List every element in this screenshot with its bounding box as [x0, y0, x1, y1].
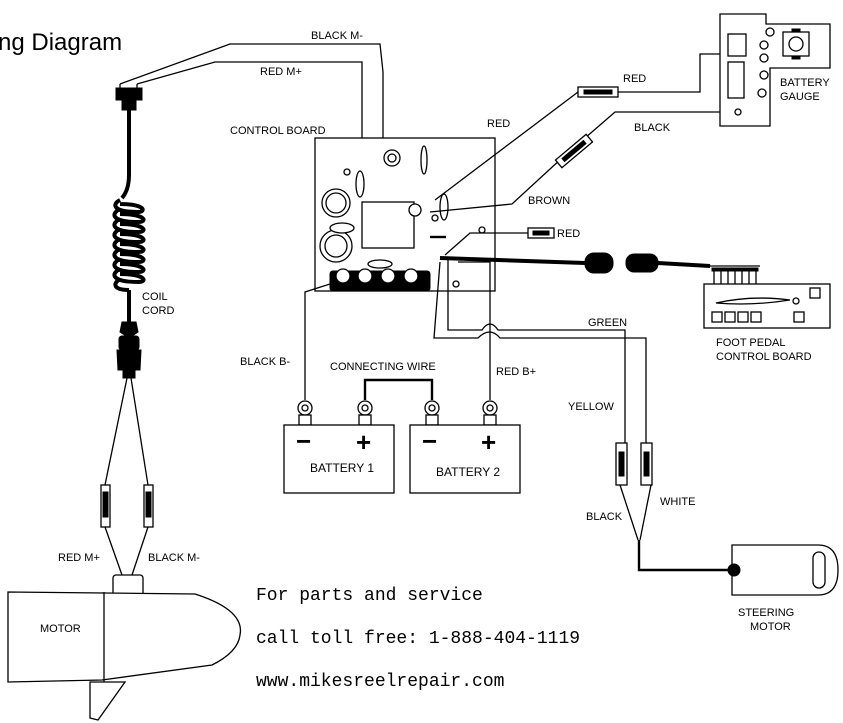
plug-right [625, 253, 659, 273]
motor-housing [7, 574, 242, 721]
label-motor: MOTOR [40, 623, 81, 635]
cable-upper [120, 110, 131, 200]
label-steering-1: STEERING [738, 607, 794, 619]
label-battery-gauge-2: GAUGE [780, 91, 820, 103]
cable-foot-pedal [439, 256, 586, 265]
fuse-red-gauge [577, 86, 619, 98]
connecting-wire [363, 378, 434, 400]
diagram-title: ng Diagram [0, 29, 122, 56]
label-connecting-wire: CONNECTING WIRE [330, 361, 436, 373]
fuse-motor-red [100, 484, 111, 528]
motor-plug [115, 84, 143, 111]
battery-terminals [297, 400, 498, 426]
label-battery-2: BATTERY 2 [436, 465, 500, 479]
label-black-b: BLACK B- [240, 356, 290, 368]
wire-motor-red [104, 377, 128, 576]
label-coil-cord-2: CORD [142, 305, 174, 317]
label-red-m-top: RED M+ [260, 66, 302, 78]
label-red-fuse: RED [623, 73, 646, 85]
foot-pedal-board [703, 265, 831, 329]
label-black-m-bottom: BLACK M- [148, 552, 200, 564]
cable-foot-pedal-end [657, 261, 711, 268]
contact-line-3: www.mikesreelrepair.com [256, 672, 504, 692]
wire-red-stub [444, 232, 528, 256]
label-brown: BROWN [528, 195, 570, 207]
wire-yellow [619, 484, 639, 541]
battery-1: − + BATTERY 1 [283, 424, 395, 494]
wire-red-b [458, 261, 491, 400]
wire-black-m-top [119, 43, 384, 255]
battery-2-minus: − [422, 426, 437, 456]
contact-line-1: For parts and service [256, 586, 483, 606]
plug-left [584, 252, 614, 274]
label-green: GREEN [588, 317, 627, 329]
label-red-upper: RED [487, 118, 510, 130]
label-yellow: YELLOW [568, 401, 614, 413]
fuse-yellow [615, 442, 628, 486]
battery-gauge [719, 13, 831, 127]
label-steering-2: MOTOR [750, 621, 791, 633]
wire-steer-main [637, 540, 732, 572]
fuse-motor-black [143, 484, 154, 528]
coil-connector [116, 321, 142, 379]
label-red-connector: RED [557, 228, 580, 240]
label-battery-1: BATTERY 1 [310, 461, 374, 475]
wire-motor-black [130, 377, 149, 576]
label-black-lower: BLACK [586, 511, 623, 523]
label-black-fuse: BLACK [634, 122, 671, 134]
steering-motor [727, 544, 839, 596]
label-black-m-top: BLACK M- [311, 30, 363, 42]
label-battery-gauge-1: BATTERY [780, 77, 830, 89]
label-red-m-bottom: RED M+ [58, 552, 100, 564]
battery-1-minus: − [296, 426, 311, 456]
label-control-board: CONTROL BOARD [230, 125, 326, 137]
contact-line-2: call toll free: 1-888-404-1119 [256, 629, 580, 649]
label-foot-pedal-1: FOOT PEDAL [716, 337, 785, 349]
battery-2-plus: + [481, 427, 496, 457]
wire-black-b [304, 283, 331, 400]
battery-1-plus: + [356, 427, 371, 457]
connector-red [527, 227, 555, 239]
wire-red-gauge [434, 53, 720, 201]
label-coil-cord-1: COIL [142, 291, 168, 303]
fuse-black-gauge [554, 133, 594, 169]
label-foot-pedal-2: CONTROL BOARD [716, 351, 812, 363]
wire-white [639, 484, 652, 541]
fuse-white [640, 442, 653, 486]
coil-cord [112, 198, 146, 292]
control-board [314, 137, 496, 292]
battery-2: − + BATTERY 2 [409, 424, 521, 494]
label-red-b: RED B+ [496, 366, 536, 378]
label-white: WHITE [660, 496, 695, 508]
